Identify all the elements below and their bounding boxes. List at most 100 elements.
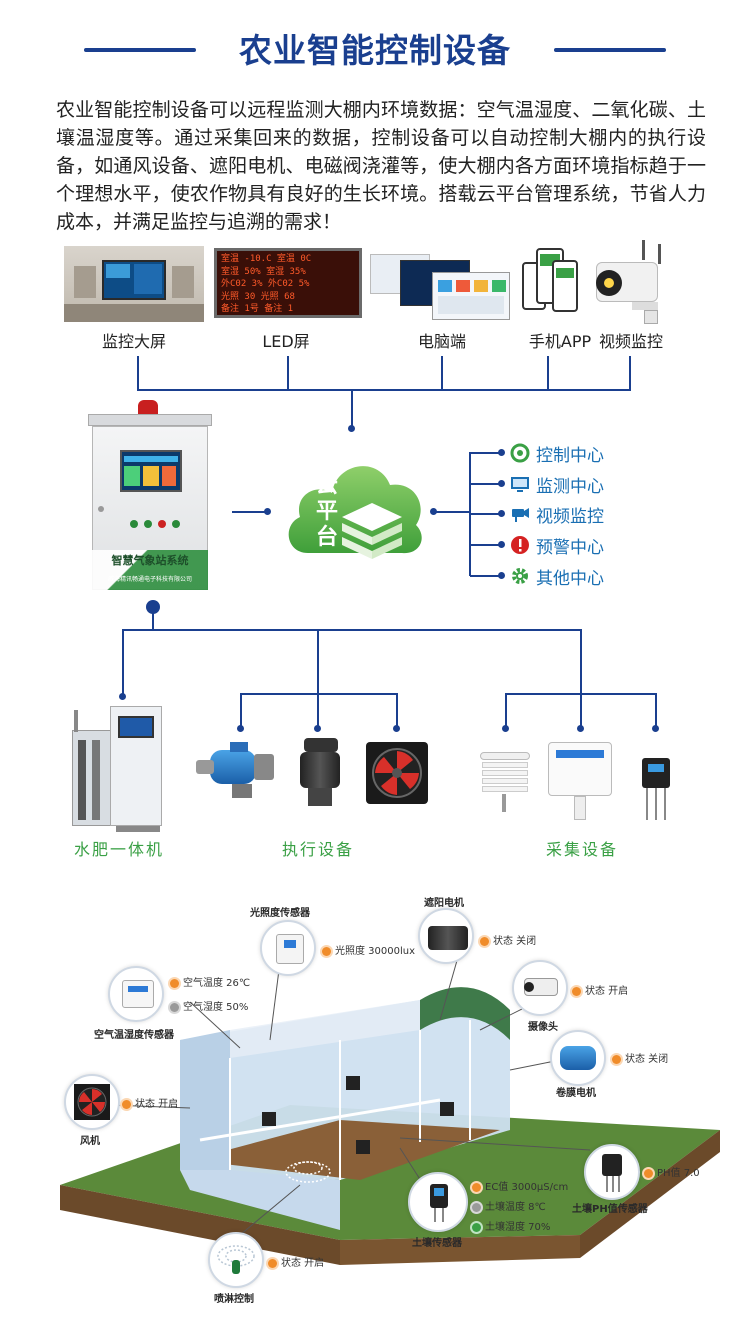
ph-sensor-bubble[interactable] (584, 1144, 640, 1200)
connector-dot (393, 725, 400, 732)
monitor-wall-image (64, 246, 204, 322)
shade-motor-bubble[interactable] (418, 908, 474, 964)
led-panel-image: 室温 -10.C 室温 0C 室湿 50% 室湿 35% 外C02 3% 外C0… (214, 248, 362, 318)
sprinkler-name: 喷淋控制 (214, 1294, 254, 1305)
connector-dot (498, 480, 505, 487)
connector-dot (146, 600, 160, 614)
fan-value: 状态 开启 (122, 1095, 178, 1110)
center-video[interactable]: 视频监控 (510, 502, 604, 527)
center-label: 其他中心 (536, 568, 604, 589)
fan-image[interactable] (366, 742, 428, 804)
led-row: 室湿 50% 室湿 35% (221, 266, 306, 277)
monitor-icon (510, 474, 530, 494)
connector-dot (264, 508, 271, 515)
connector-dot (314, 725, 321, 732)
light-sensor-name: 光照度传感器 (250, 908, 310, 919)
center-control[interactable]: 控制中心 (510, 441, 604, 466)
soil-sensor-bubble[interactable] (408, 1172, 468, 1232)
center-other[interactable]: 其他中心 (510, 564, 604, 589)
cloud-char: 平 (316, 499, 339, 524)
status-dot-icon (170, 978, 179, 988)
status-dot-icon (472, 1182, 481, 1192)
connector-dot (430, 508, 437, 515)
sprinkler-bubble[interactable] (208, 1232, 264, 1288)
connector-line (152, 612, 154, 630)
soil-hum-reading: 土壤湿度 70% (485, 1222, 551, 1233)
connector-line (122, 629, 582, 631)
connector-line (470, 452, 500, 454)
soil-ec-reading: EC值 3000μS/cm (485, 1182, 569, 1193)
ph-sensor-name: 土壤PH值传感器 (572, 1204, 648, 1215)
cloud-icon (288, 466, 422, 559)
roll-motor-bubble[interactable] (550, 1030, 606, 1086)
connector-line (396, 694, 398, 728)
led-row: 备注 1号 备注 1 (221, 304, 294, 314)
connector-dot (502, 725, 509, 732)
connector-line (240, 694, 242, 728)
connector-line (351, 390, 353, 428)
connector-line (629, 356, 631, 390)
soil-ec-value: EC值 3000μS/cm (472, 1178, 568, 1193)
connector-dot (498, 510, 505, 517)
connector-line (470, 544, 500, 546)
title-rule-left (84, 48, 196, 52)
connector-line (470, 513, 500, 515)
fan-name: 风机 (80, 1136, 100, 1147)
connector-dot (348, 425, 355, 432)
device-label-led: LED屏 (262, 332, 310, 351)
center-label: 视频监控 (536, 506, 604, 527)
camera-bubble[interactable] (512, 960, 568, 1016)
louver-box-image (476, 752, 534, 812)
connector-line (580, 630, 582, 694)
center-label: 监测中心 (536, 476, 604, 497)
shade-motor-value: 状态 关闭 (480, 932, 536, 947)
camera-icon (510, 504, 530, 524)
shade-motor-image (296, 738, 344, 808)
shade-motor-name: 遮阳电机 (424, 898, 464, 909)
center-label: 控制中心 (536, 445, 604, 466)
ph-value: PH值 7.0 (644, 1164, 700, 1179)
connector-line (470, 483, 500, 485)
device-label-pc: 电脑端 (417, 332, 466, 351)
connector-dot (237, 725, 244, 732)
intro-paragraph: 农业智能控制设备可以远程监测大棚内环境数据：空气温湿度、二氧化碳、土壤温湿度等。… (56, 99, 706, 233)
led-row: 外C02 3% 外C02 5% (221, 279, 310, 289)
fan-bubble[interactable] (64, 1074, 120, 1130)
connector-line (137, 389, 631, 391)
camera-value: 状态 开启 (572, 982, 628, 997)
sprinkler-value: 状态 开启 (268, 1254, 324, 1269)
category-sensors: 采集设备 (546, 840, 619, 859)
temp-humidity-transmitter-image (548, 742, 612, 822)
light-sensor-bubble[interactable] (260, 920, 316, 976)
cloud-char: 台 (316, 525, 339, 550)
soil-sensor-name: 土壤传感器 (412, 1238, 462, 1249)
status-dot-icon (644, 1168, 653, 1178)
center-monitoring[interactable]: 监测中心 (510, 472, 604, 497)
connector-dot (119, 693, 126, 700)
soil-temp-reading: 土壤温度 8℃ (485, 1202, 546, 1213)
fan-icon (372, 748, 422, 798)
control-cabinet: 智慧气象站系统 威海精讯畅通电子科技有限公司 (84, 400, 216, 590)
gear-icon (510, 566, 530, 586)
device-label-monitor-wall: 监控大屏 (101, 332, 166, 351)
connector-line (122, 630, 124, 696)
led-row: 室温 -10.C 室温 0C (221, 254, 312, 264)
category-fertigation: 水肥一体机 (74, 840, 165, 859)
connector-line (287, 356, 289, 390)
connector-line (441, 356, 443, 390)
air-sensor-name: 空气温湿度传感器 (94, 1030, 174, 1041)
status-dot-icon (170, 1002, 179, 1012)
center-alert[interactable]: 预警中心 (510, 533, 604, 558)
sprinkler-icon (217, 1245, 255, 1274)
connector-dot (498, 449, 505, 456)
air-temp-value: 空气温度 26℃ (170, 974, 250, 989)
status-dot-icon (472, 1222, 481, 1232)
device-label-app: 手机APP (528, 332, 592, 351)
air-sensor-bubble[interactable] (108, 966, 164, 1022)
soil-temp-value: 土壤温度 8℃ (472, 1198, 546, 1213)
status-dot-icon (268, 1258, 277, 1268)
connector-dot (652, 725, 659, 732)
connector-line (580, 694, 582, 728)
pc-dashboard-image (370, 250, 512, 322)
connector-line (232, 511, 266, 513)
